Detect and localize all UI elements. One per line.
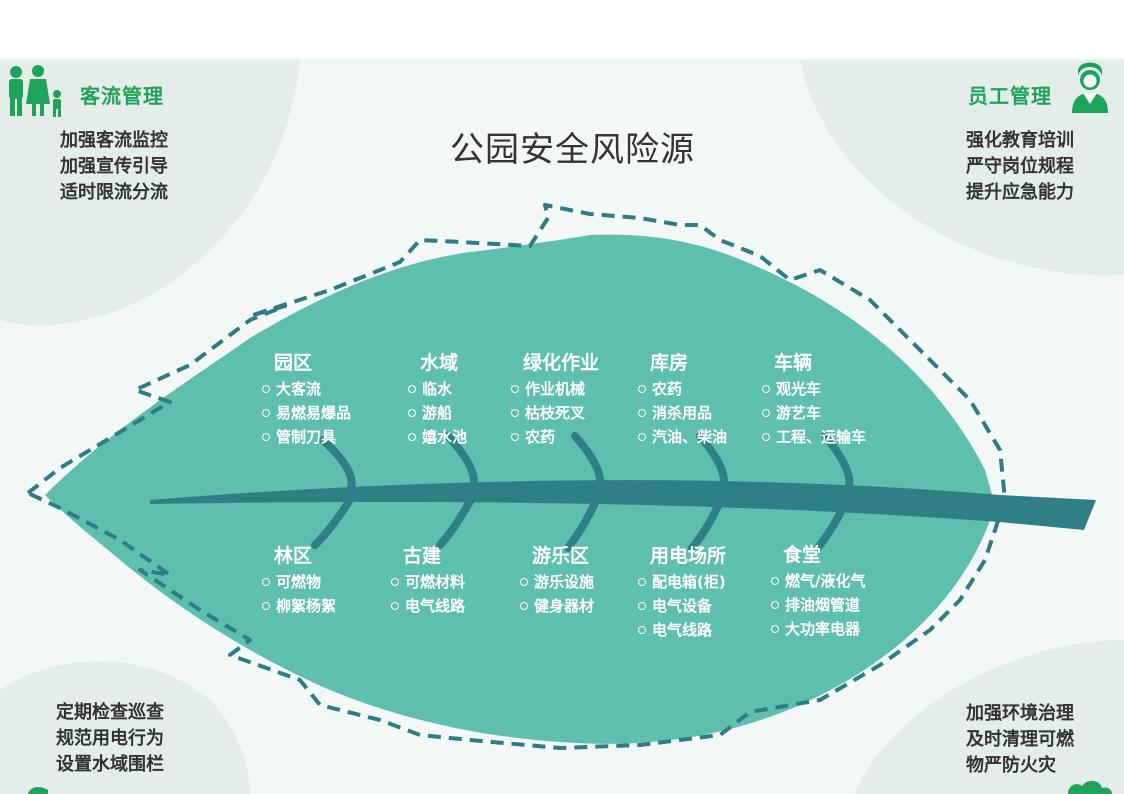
measure-line: 物严防火灾 <box>966 755 1056 776</box>
risk-item: 作业机械 <box>511 377 599 401</box>
category-warehouse: 库房 农药 消杀用品 汽油、柴油 <box>638 348 727 449</box>
risk-item: 健身器材 <box>520 594 594 618</box>
risk-item: 燃气/液化气 <box>771 569 865 593</box>
category-title: 游乐区 <box>532 545 590 567</box>
page-title: 公园安全风险源 <box>450 130 695 170</box>
category-canteen: 食堂 燃气/液化气 排油烟管道 大功率电器 <box>771 540 865 641</box>
staff-management-measures: 强化教育培训 严守岗位规程 提升应急能力 <box>966 128 1074 206</box>
risk-item: 工程、运输车 <box>762 425 866 449</box>
risk-item: 管制刀具 <box>262 425 351 449</box>
family-icon <box>9 65 61 117</box>
measure-line: 适时限流分流 <box>60 182 168 203</box>
risk-item: 电气线路 <box>391 594 465 618</box>
category-title: 车辆 <box>774 352 813 374</box>
bg-leaf-top-left <box>0 60 300 326</box>
vein-upper-1 <box>319 436 356 496</box>
risk-item: 游船 <box>408 401 467 425</box>
risk-item: 观光车 <box>762 377 866 401</box>
measure-line: 提升应急能力 <box>966 182 1074 203</box>
vein-lower-3 <box>564 492 602 552</box>
visitor-management-title: 客流管理 <box>80 84 164 108</box>
risk-item: 游乐设施 <box>520 570 594 594</box>
bg-leaf-bottom-right <box>855 640 1124 794</box>
risk-item: 柳絮杨絮 <box>262 594 336 618</box>
category-title: 园区 <box>274 352 313 374</box>
staff-icon <box>1072 62 1108 113</box>
category-amusement-area: 游乐区 游乐设施 健身器材 <box>520 541 594 618</box>
risk-item: 电气设备 <box>638 594 726 618</box>
measure-line: 规范用电行为 <box>56 728 164 749</box>
risk-item: 电气线路 <box>638 618 726 642</box>
leaf-midrib <box>150 480 1096 530</box>
measure-line: 定期检查巡查 <box>56 702 164 723</box>
category-forest-area: 林区 可燃物 柳絮杨絮 <box>262 541 336 618</box>
vein-lower-2 <box>436 494 476 549</box>
measure-line: 及时清理可燃 <box>966 729 1074 750</box>
category-title: 林区 <box>274 545 313 567</box>
category-title: 绿化作业 <box>523 352 600 374</box>
category-ancient-buildings: 古建 可燃材料 电气线路 <box>391 541 465 618</box>
bg-leaf-top-right <box>800 60 1124 276</box>
category-greening-work: 绿化作业 作业机械 枯枝死叉 农药 <box>511 348 599 449</box>
risk-item: 临水 <box>408 377 467 401</box>
risk-item: 农药 <box>511 425 599 449</box>
measure-line: 加强环境治理 <box>966 703 1074 724</box>
risk-item: 嬉水池 <box>408 425 467 449</box>
vein-lower-1 <box>311 496 354 549</box>
risk-item: 大客流 <box>262 377 351 401</box>
vein-upper-3 <box>571 432 604 492</box>
bg-leaf-bottom-left <box>0 661 250 794</box>
risk-item: 大功率电器 <box>771 617 865 641</box>
vein-upper-4 <box>696 432 728 492</box>
category-electrical-sites: 用电场所 配电箱(柜) 电气设备 电气线路 <box>638 541 726 642</box>
visitor-management-measures: 加强客流监控 加强宣传引导 适时限流分流 <box>60 128 168 206</box>
risk-item: 可燃物 <box>262 570 336 594</box>
risk-item: 枯枝死叉 <box>511 401 599 425</box>
staff-management-title: 员工管理 <box>968 84 1052 108</box>
category-title: 食堂 <box>783 544 822 566</box>
measure-line: 严守岗位规程 <box>966 156 1074 177</box>
inspection-measures: 定期检查巡查 规范用电行为 设置水域围栏 <box>56 700 164 778</box>
risk-item: 可燃材料 <box>391 570 465 594</box>
risk-item: 农药 <box>638 377 727 401</box>
category-park-area: 园区 大客流 易燃易爆品 管制刀具 <box>262 348 351 449</box>
category-title: 水域 <box>420 352 459 374</box>
risk-item: 排油烟管道 <box>771 593 865 617</box>
vein-upper-2 <box>444 432 478 494</box>
vein-lower-5 <box>814 494 852 552</box>
risk-item: 汽油、柴油 <box>638 425 727 449</box>
environment-measures: 加强环境治理 及时清理可燃 物严防火灾 <box>966 701 1074 779</box>
category-vehicles: 车辆 观光车 游艺车 工程、运输车 <box>762 348 866 449</box>
category-title: 库房 <box>650 352 689 374</box>
measure-line: 加强客流监控 <box>60 130 168 151</box>
vein-lower-4 <box>688 492 726 552</box>
measure-line: 设置水域围栏 <box>56 754 164 775</box>
risk-item: 游艺车 <box>762 401 866 425</box>
leaf-decor-icon <box>28 786 48 794</box>
category-title: 用电场所 <box>650 545 727 567</box>
vein-upper-5 <box>821 432 854 494</box>
cloud-decor-icon <box>1068 780 1112 794</box>
risk-item: 消杀用品 <box>638 401 727 425</box>
category-title: 古建 <box>403 545 442 567</box>
leaf-dashed-outline <box>26 203 1007 750</box>
risk-item: 配电箱(柜) <box>638 570 726 594</box>
measure-line: 强化教育培训 <box>966 130 1074 151</box>
category-water-area: 水域 临水 游船 嬉水池 <box>408 348 467 449</box>
measure-line: 加强宣传引导 <box>60 156 168 177</box>
risk-item: 易燃易爆品 <box>262 401 351 425</box>
